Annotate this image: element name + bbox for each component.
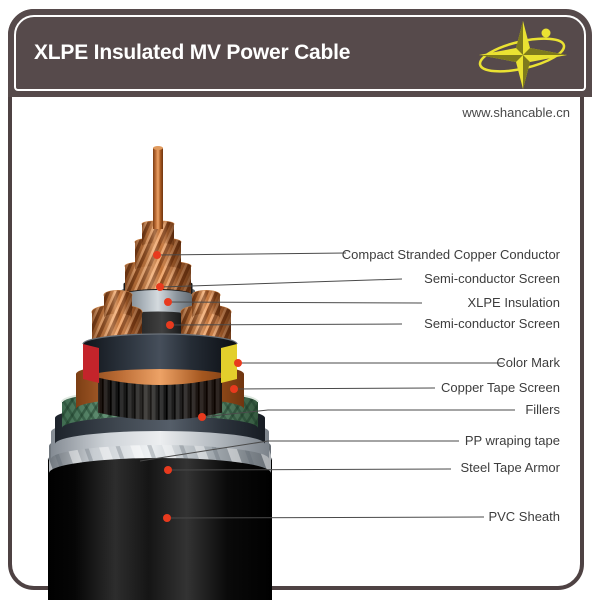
label-semi-conductor-screen-1: Semi-conductor Screen [424,271,560,286]
label-fillers: Fillers [525,402,560,417]
label-color-mark: Color Mark [496,355,560,370]
label-xlpe-insulation: XLPE Insulation [467,295,560,310]
logo-orbit-dot [541,28,551,38]
label-copper-tape-screen: Copper Tape Screen [440,380,560,395]
label-compact-stranded-copper-conductor: Compact Stranded Copper Conductor [341,247,560,262]
compass-star-logo [478,21,567,89]
label-pp-wraping-tape: PP wraping tape [464,433,560,448]
header-bar: XLPE Insulated MV Power Cable [8,9,592,97]
label-steel-tape-armor: Steel Tape Armor [460,460,560,475]
page-title: XLPE Insulated MV Power Cable [34,41,351,64]
label-pvc-sheath: PVC Sheath [488,509,560,524]
website-url: www.shancable.cn [462,105,570,120]
label-semi-conductor-screen-2: Semi-conductor Screen [424,316,560,331]
